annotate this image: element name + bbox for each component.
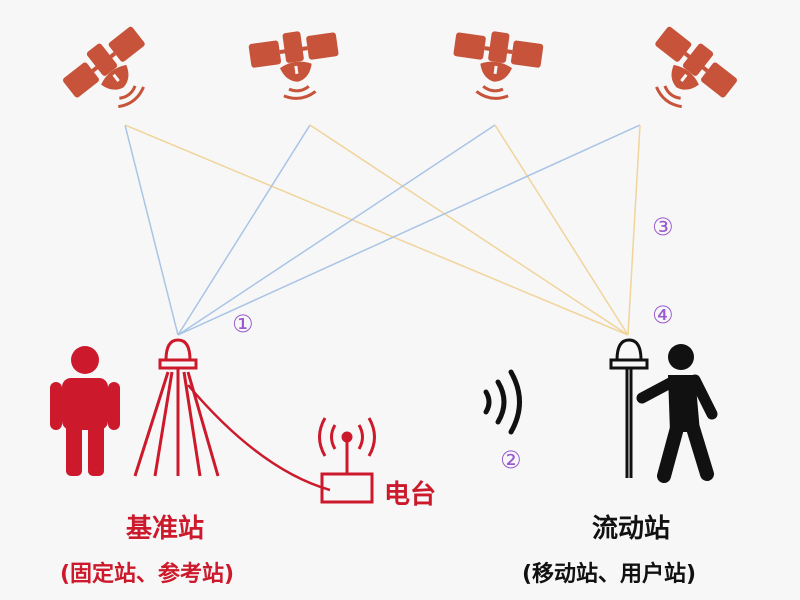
marker-2: ② xyxy=(500,446,522,474)
signal-line-blue xyxy=(177,124,311,336)
walking-person-icon xyxy=(636,344,718,483)
satellite-icon xyxy=(446,24,547,107)
antenna-icon xyxy=(609,338,649,478)
base-station-sublabel: (固定站、参考站) xyxy=(60,562,235,587)
signal-waves-icon xyxy=(483,369,522,435)
marker-3: ③ xyxy=(652,213,674,241)
radio-icon xyxy=(318,417,376,504)
signal-line-blue xyxy=(124,124,179,336)
satellite-icon xyxy=(56,18,171,130)
signal-line-orange xyxy=(627,124,641,336)
person-icon xyxy=(50,346,120,476)
satellite-icon xyxy=(629,18,744,130)
rover-station-label: 流动站 xyxy=(592,514,671,544)
signal-line-orange xyxy=(494,124,629,336)
base-station-label: 基准站 xyxy=(126,514,205,544)
rover-station-sublabel: (移动站、用户站) xyxy=(522,562,697,587)
signal-line-blue xyxy=(177,124,641,336)
marker-1: ① xyxy=(232,310,254,338)
signal-lines xyxy=(124,124,641,336)
signal-line-orange xyxy=(124,124,629,336)
radio-cable xyxy=(187,384,331,492)
signal-line-blue xyxy=(177,124,496,336)
marker-4: ④ xyxy=(652,301,674,329)
radio-label: 电台 xyxy=(384,480,437,510)
signal-line-orange xyxy=(309,124,629,336)
satellite-icon xyxy=(245,24,346,107)
antenna-icon xyxy=(133,338,220,477)
